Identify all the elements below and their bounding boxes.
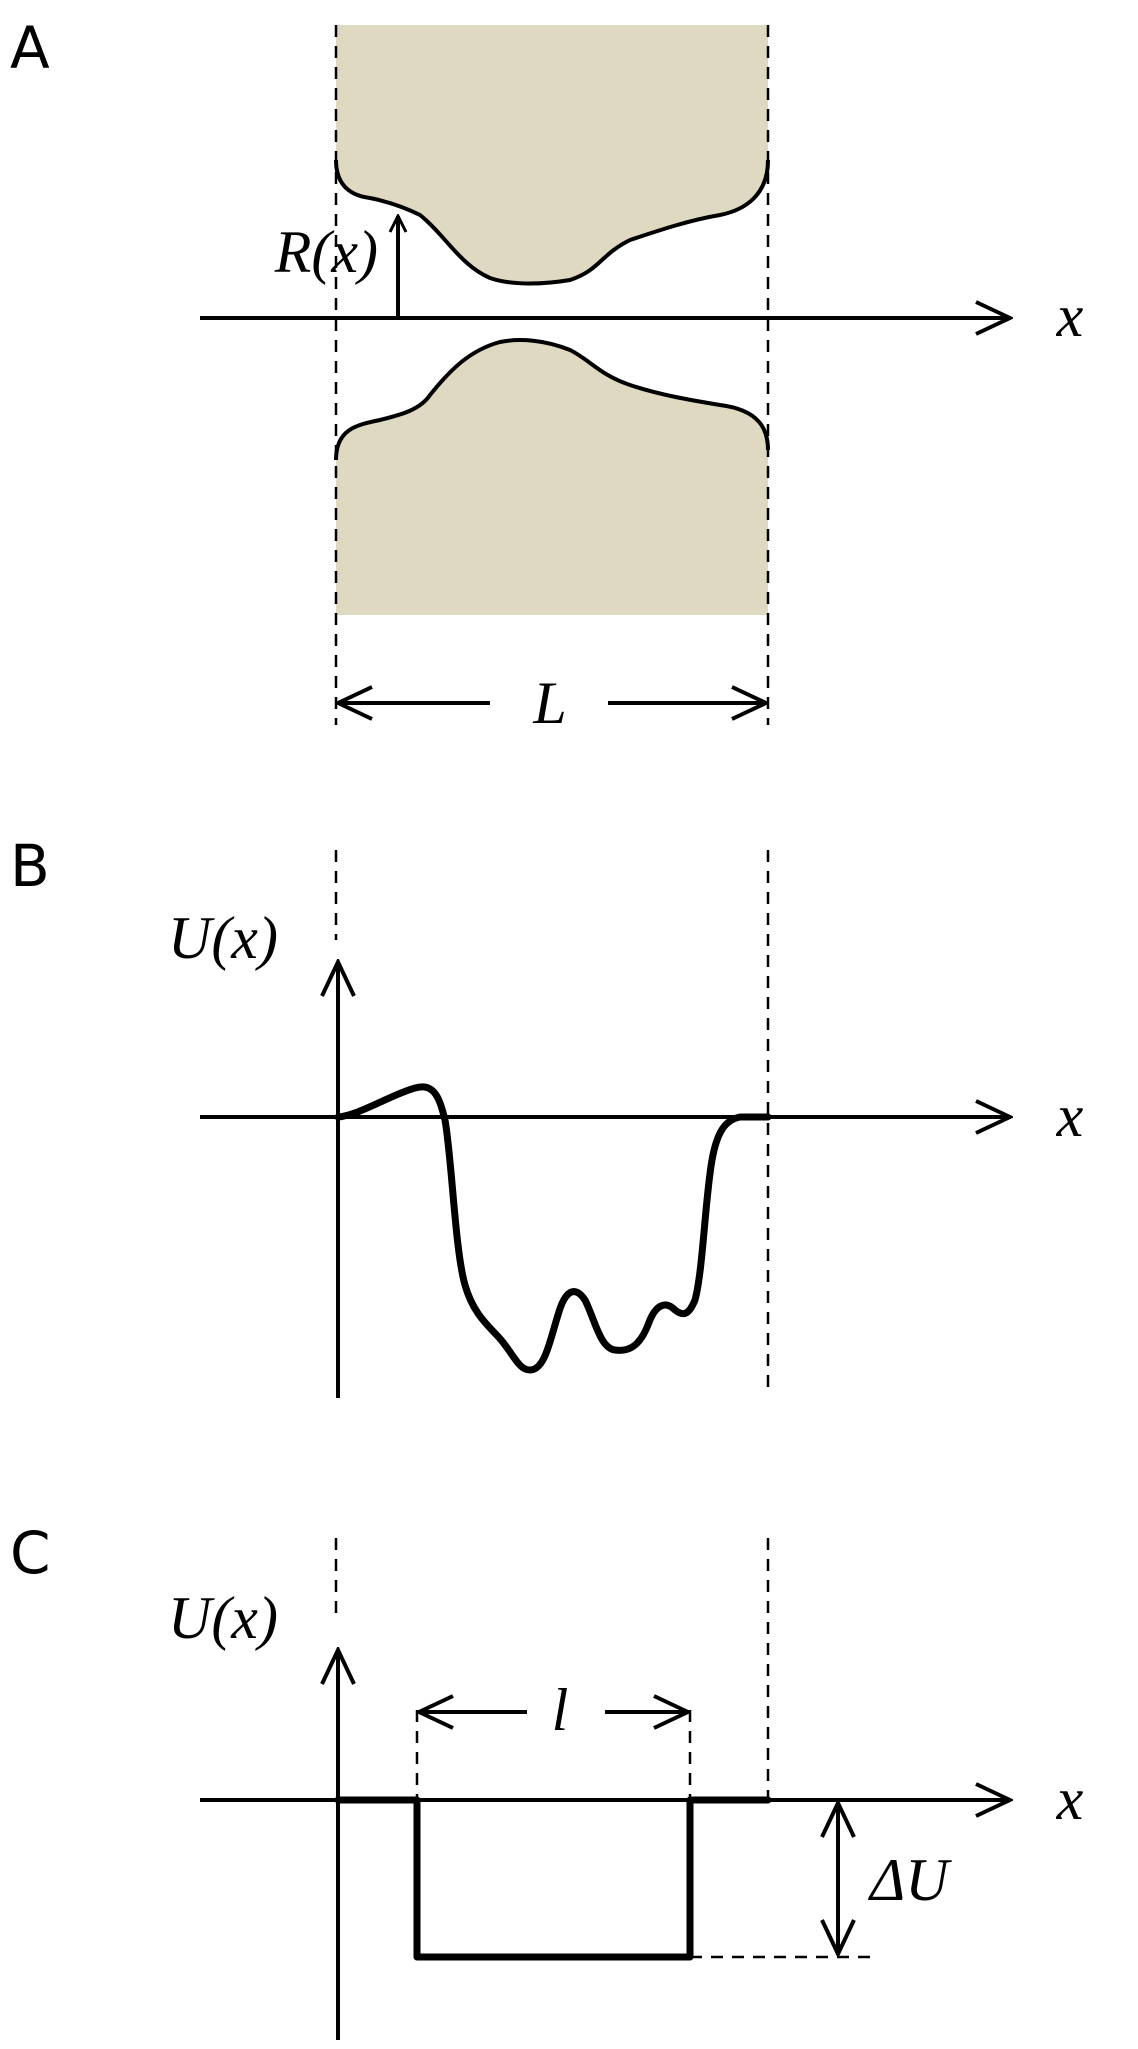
panel-b-letter: B	[10, 832, 50, 900]
lower-pore-wall	[336, 340, 768, 615]
radius-label: R(x)	[274, 219, 378, 285]
panel-a: A x R(x) L	[10, 14, 1084, 736]
well-width-label: l	[552, 1677, 569, 1743]
y-axis-label: U(x)	[168, 905, 278, 971]
lower-wall-profile	[334, 338, 770, 461]
well-depth-label: ΔU	[868, 1847, 952, 1913]
upper-pore-wall	[336, 25, 768, 284]
panel-b: B U(x) x	[10, 832, 1084, 1398]
length-label: L	[532, 670, 566, 736]
x-axis-label: x	[1056, 1083, 1084, 1149]
panel-a-letter: A	[10, 14, 50, 82]
x-axis-label: x	[1056, 283, 1084, 349]
x-axis-label: x	[1056, 1766, 1084, 1832]
square-well-potential	[334, 1796, 772, 1961]
panel-c-letter: C	[10, 1519, 51, 1587]
upper-wall-profile	[334, 159, 770, 286]
y-axis-label: U(x)	[168, 1585, 278, 1651]
panel-c: C U(x) x l ΔU	[10, 1519, 1084, 2040]
potential-curve	[334, 1083, 772, 1374]
